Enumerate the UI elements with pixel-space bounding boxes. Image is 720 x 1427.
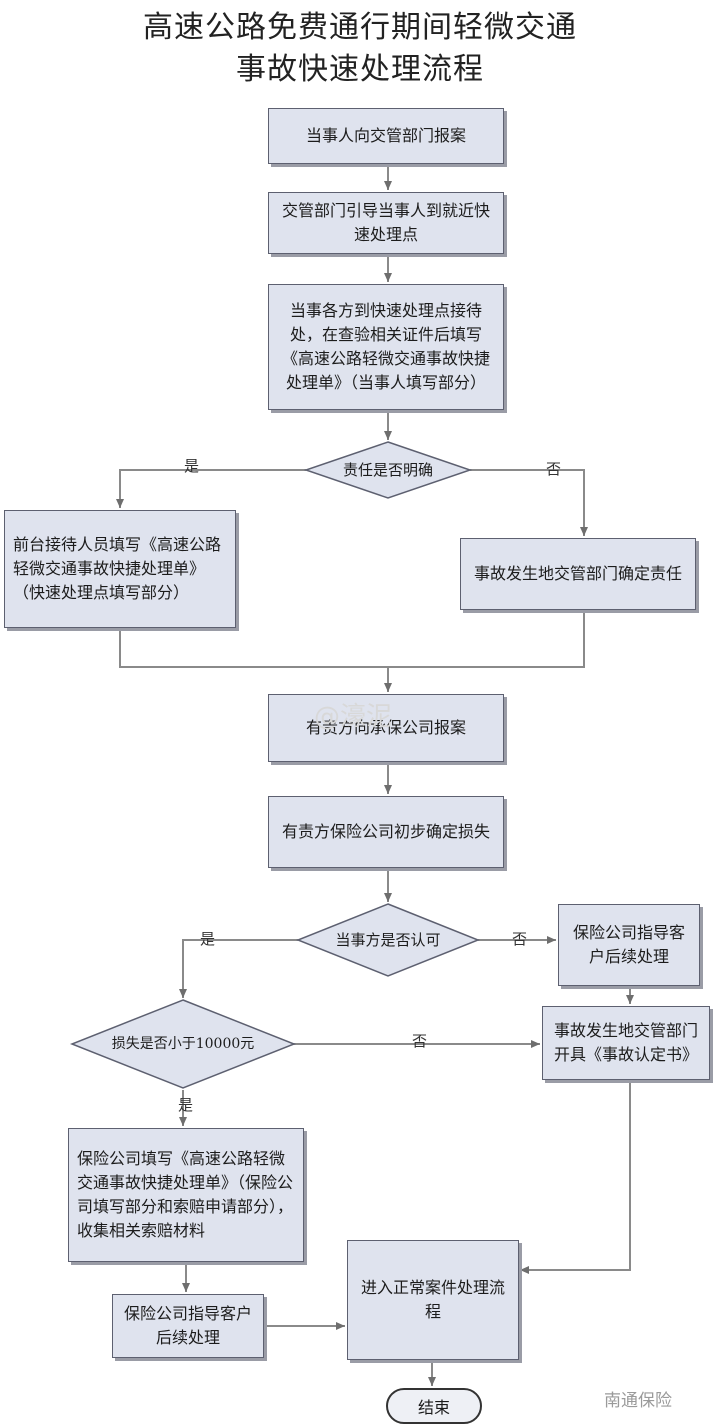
- edge-police-to-normal: [520, 1080, 631, 1274]
- edge-liability-no: [470, 469, 588, 536]
- edge-label-liability-no: 否: [546, 460, 562, 478]
- watermark-corner: 南通保险: [604, 1391, 672, 1411]
- decision-loss-label: 损失是否小于10000元: [111, 1036, 255, 1052]
- step-insurer-fill: 保险公司填写《高速公路轻微交通事故快捷处理单》（保险公司填写部分和索赔申请部分）…: [68, 1128, 304, 1262]
- step-confirm-loss: 有责方保险公司初步确定损失: [268, 796, 504, 868]
- decision-loss-shape: [69, 999, 297, 1089]
- edge-label-liability-yes: 是: [184, 457, 200, 475]
- step-insurer-guide-bottom: 保险公司指导客户后续处理: [112, 1294, 264, 1358]
- edge-label-agree-yes: 是: [200, 930, 216, 948]
- step-guide-point: 交管部门引导当事人到就近快速处理点: [268, 192, 504, 254]
- page-title-line1: 高速公路免费通行期间轻微交通: [143, 10, 577, 45]
- edge-liability-yes: [116, 469, 306, 508]
- edge-label-agree-no: 否: [512, 930, 528, 948]
- decision-agree-label: 当事方是否认可: [335, 931, 441, 949]
- step-end: 结束: [386, 1388, 482, 1424]
- step-front-desk: 前台接待人员填写《高速公路轻微交通事故快捷处理单》（快速处理点填写部分）: [4, 510, 236, 628]
- edge-agree-yes: [179, 939, 298, 998]
- decision-liability-shape: [303, 441, 473, 499]
- decision-liability-label: 责任是否明确: [342, 461, 433, 479]
- page-title-line2: 事故快速处理流程: [236, 52, 484, 87]
- watermark-center: @濠泥: [314, 702, 393, 732]
- step-insurer-guide-right: 保险公司指导客户后续处理: [558, 904, 700, 986]
- step-normal-process: 进入正常案件处理流程: [347, 1240, 519, 1360]
- step-police-determine: 事故发生地交管部门确定责任: [460, 538, 696, 610]
- step-report-police: 当事人向交管部门报案: [268, 108, 504, 164]
- step-police-issue: 事故发生地交管部门开具《事故认定书》: [542, 1006, 710, 1080]
- edge-label-loss-no: 否: [412, 1032, 428, 1050]
- step-report-insurer: 有责方向承保公司报案: [268, 694, 504, 762]
- step-fill-form: 当事各方到快速处理点接待处，在查验相关证件后填写《高速公路轻微交通事故快捷处理单…: [268, 284, 504, 410]
- decision-agree-shape: [295, 903, 481, 977]
- edge-label-loss-yes: 是: [178, 1096, 194, 1114]
- edge-frontdesk-merge: [119, 610, 585, 668]
